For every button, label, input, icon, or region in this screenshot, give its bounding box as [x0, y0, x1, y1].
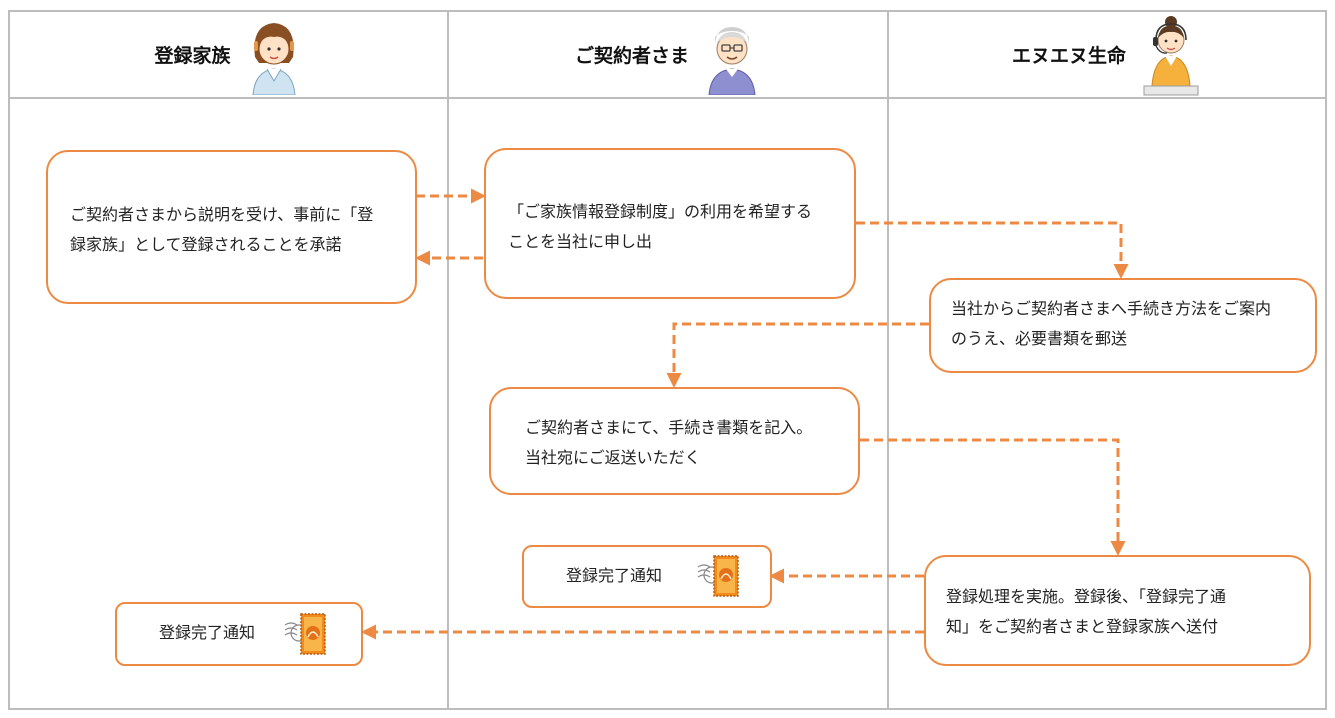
- step-apply: 「ご家族情報登録制度」の利用を希望する ことを当社に申し出: [484, 148, 856, 299]
- step-apply-text: 「ご家族情報登録制度」の利用を希望する ことを当社に申し出: [508, 202, 813, 251]
- senior-man-avatar-icon: [708, 26, 756, 95]
- step-guidance-text: 当社からご契約者さまへ手続き方法をご案内 のうえ、必要書類を郵送: [951, 299, 1272, 348]
- lane-header-company: エヌエヌ生命: [889, 12, 1325, 97]
- lane-header-contractor: ご契約者さま: [449, 12, 887, 97]
- woman-avatar-icon: [251, 22, 296, 95]
- lane-title-family: 登録家族: [154, 45, 231, 67]
- operator-avatar-icon: [1143, 15, 1199, 95]
- notice-family-text: 登録完了通知: [159, 623, 256, 642]
- lane-divider-1: [447, 10, 449, 710]
- step-family-consent: ご契約者さまから説明を受け、事前に「登 録家族」として登録されることを承諾: [46, 150, 417, 304]
- lane-title-company: エヌエヌ生命: [1011, 45, 1126, 67]
- step-registration: 登録処理を実施。登録後、「登録完了通 知」をご契約者さまと登録家族へ送付: [924, 555, 1311, 666]
- notice-contractor: 登録完了通知: [522, 545, 772, 608]
- notice-family: 登録完了通知: [115, 602, 363, 666]
- step-fill-return-text: ご契約者さまにて、手続き書類を記入。 当社宛にご返送いただく: [525, 418, 813, 467]
- step-family-consent-text: ご契約者さまから説明を受け、事前に「登 録家族」として登録されることを承諾: [70, 205, 374, 254]
- postage-stamp-icon: [284, 613, 326, 655]
- swimlane-frame: [8, 10, 1327, 710]
- notice-contractor-text: 登録完了通知: [566, 566, 663, 585]
- lane-title-contractor: ご契約者さま: [574, 45, 689, 67]
- step-fill-return: ご契約者さまにて、手続き書類を記入。 当社宛にご返送いただく: [489, 387, 860, 495]
- lane-header-family: 登録家族: [10, 12, 447, 97]
- step-guidance: 当社からご契約者さまへ手続き方法をご案内 のうえ、必要書類を郵送: [929, 278, 1317, 373]
- step-registration-text: 登録処理を実施。登録後、「登録完了通 知」をご契約者さまと登録家族へ送付: [946, 587, 1227, 636]
- postage-stamp-icon: [697, 555, 739, 597]
- lane-divider-2: [887, 10, 889, 710]
- header-divider: [8, 97, 1327, 99]
